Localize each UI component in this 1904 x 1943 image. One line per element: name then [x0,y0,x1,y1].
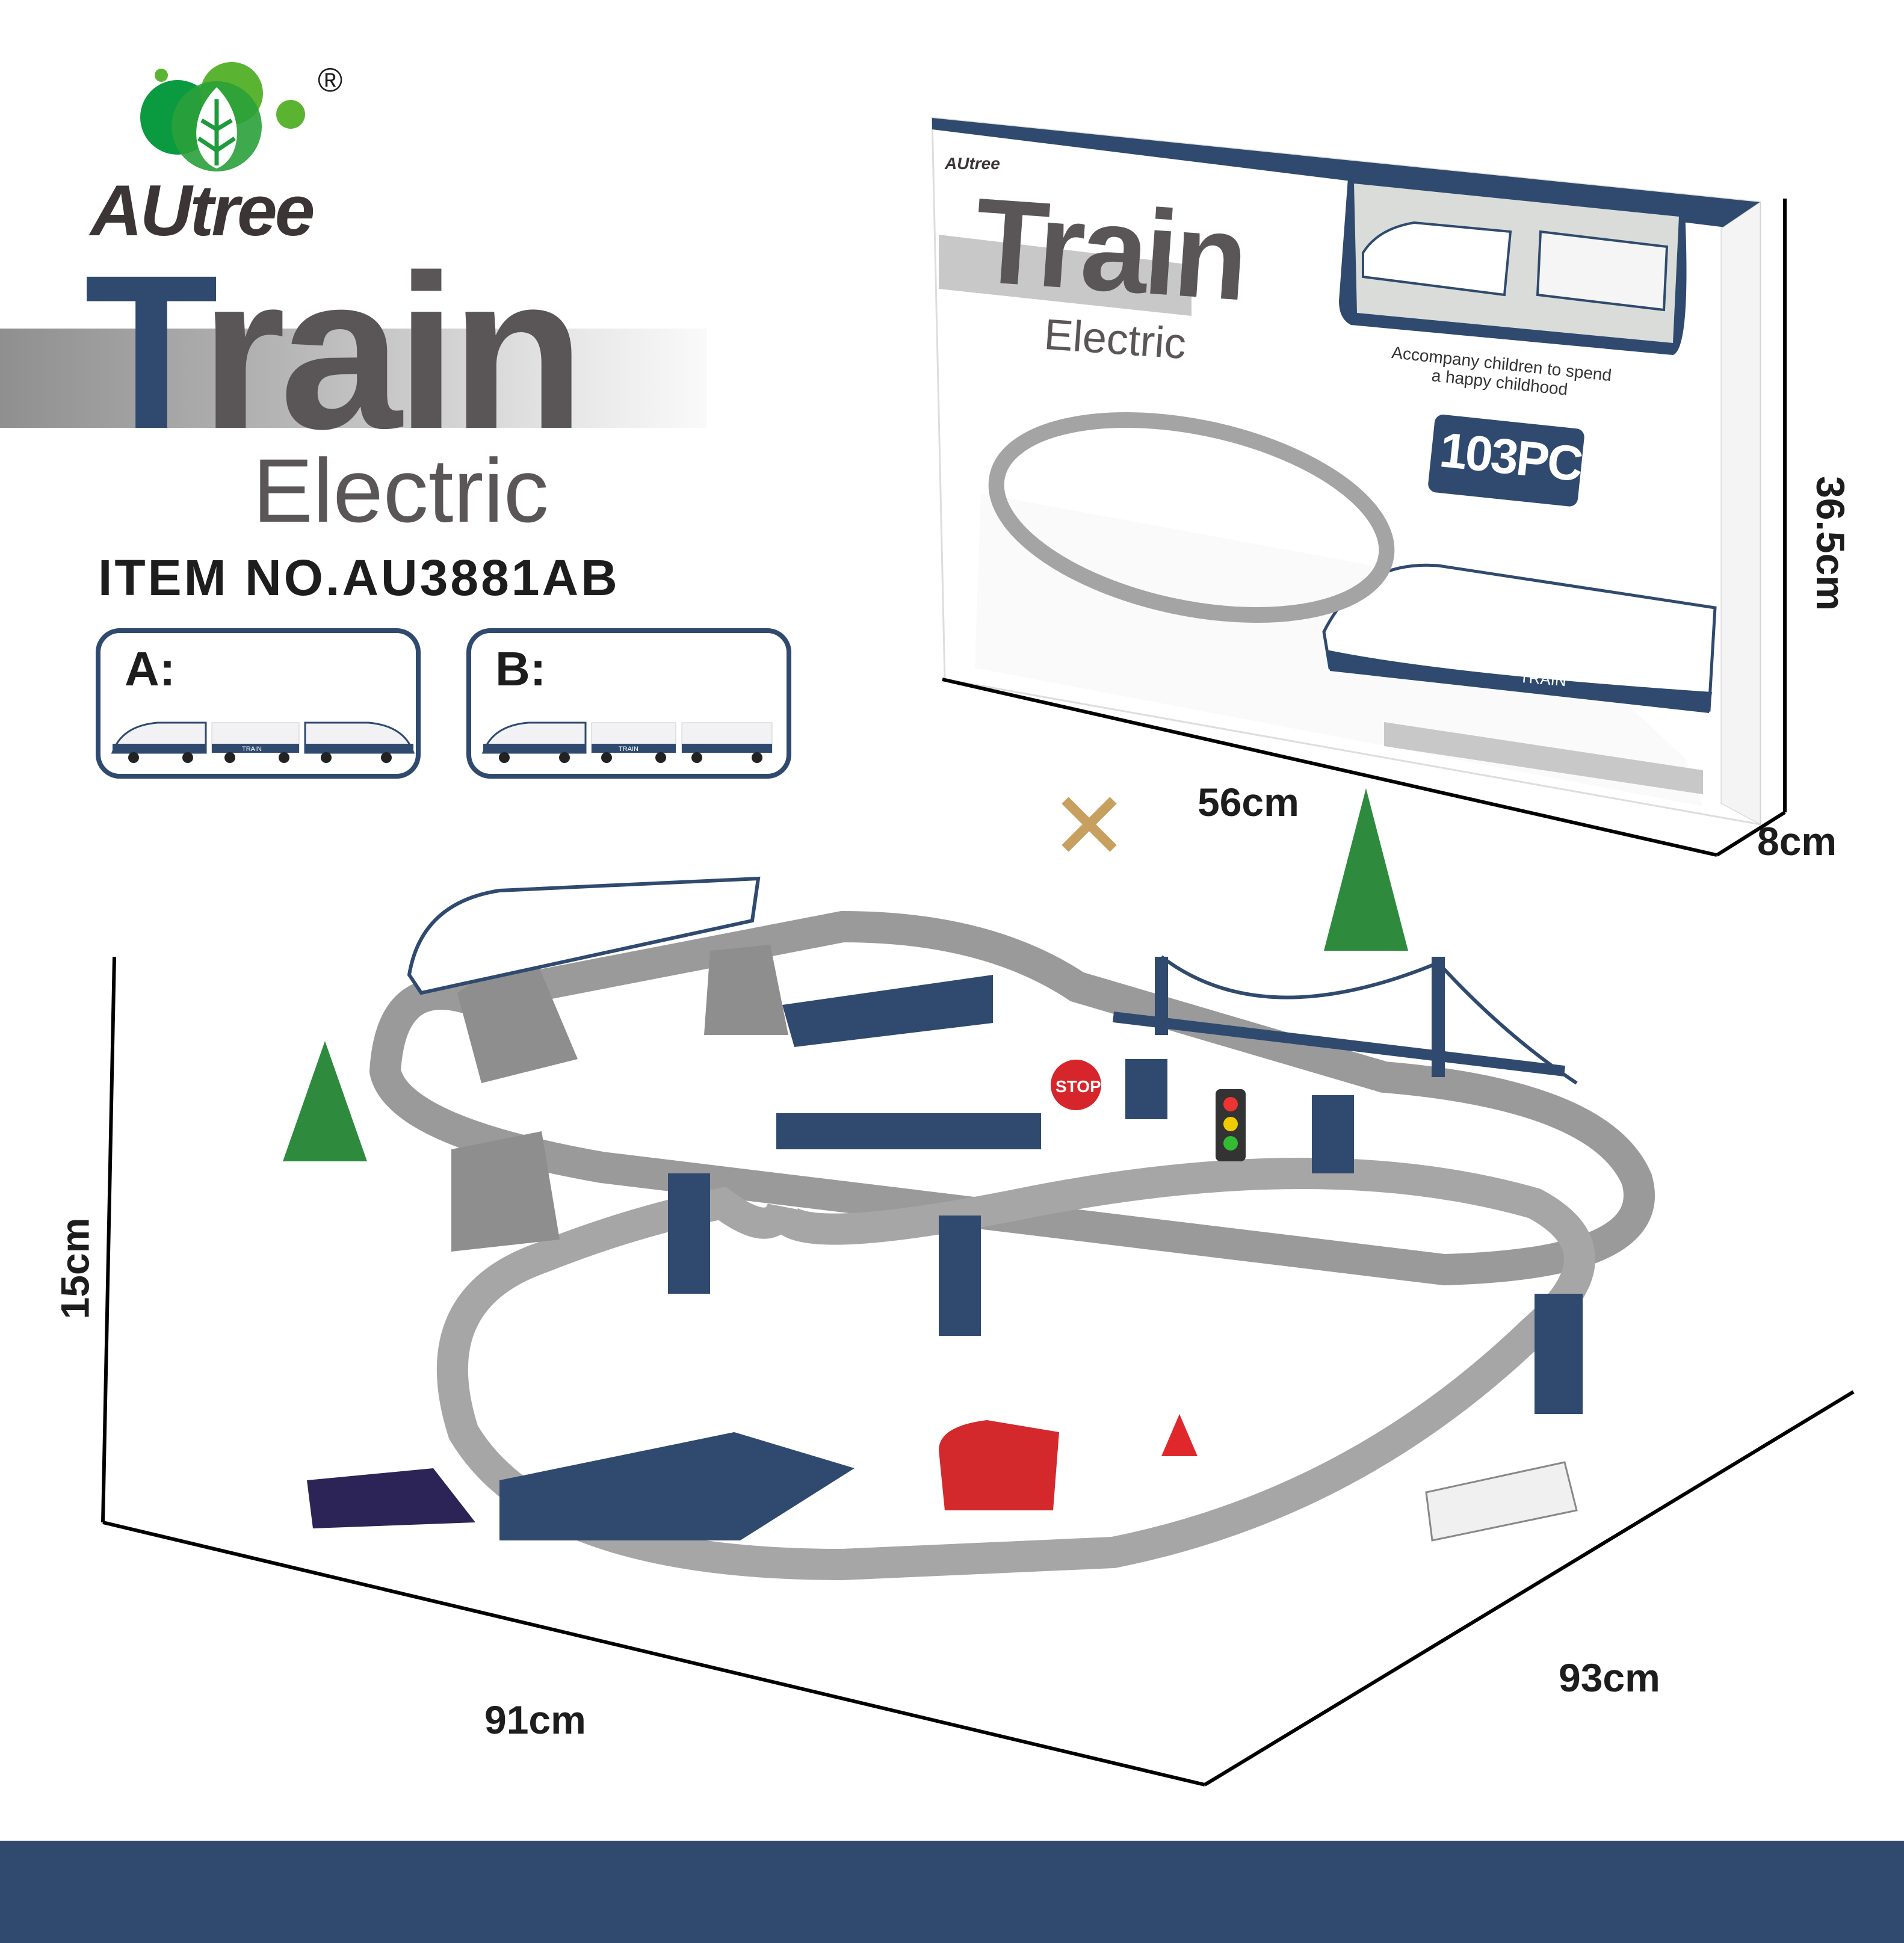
set-height-label: 15cm [52,1217,97,1320]
dimension-lines [101,199,1855,1787]
box-width-label: 56cm [1198,780,1299,824]
set-width-label: 91cm [484,1697,586,1742]
train-a-text: TRAIN [242,746,262,753]
footer-band [0,1841,1904,1943]
registered-mark: ® [318,61,343,99]
variant-b-label: B: [495,642,546,696]
train-a-image: TRAIN [111,721,415,763]
package-title: Train [970,173,1249,326]
box-depth-label: 8cm [1757,819,1837,863]
package-train-text: TRAIN [1518,667,1568,690]
package-box [931,117,1761,826]
page-title: Train [84,242,585,462]
stop-sign-text: STOP [1056,1077,1101,1096]
title-main-rest: rain [200,230,585,475]
box-height-label: 36.5cm [1808,476,1853,611]
item-number: ITEM NO.AU3881AB [98,549,620,606]
brand-logo [138,51,319,178]
set-depth-label: 93cm [1559,1655,1660,1700]
title-subtitle: Electric [253,440,549,541]
leaf-logo-icon [140,62,305,171]
package-brand: AUtree [945,154,1000,173]
variant-b-card: B: TRAIN [466,628,791,779]
variant-a-card: A: TRAIN [96,628,421,779]
title-main: T [84,230,206,475]
title-gray-band [0,329,707,428]
package-subtitle: Electric [1042,310,1188,369]
track-scene: STOP [283,788,1655,1581]
variant-a-label: A: [125,642,176,696]
train-b-text: TRAIN [619,746,638,753]
brand-name: AUtree [90,170,315,251]
train-b-image: TRAIN [481,721,773,763]
